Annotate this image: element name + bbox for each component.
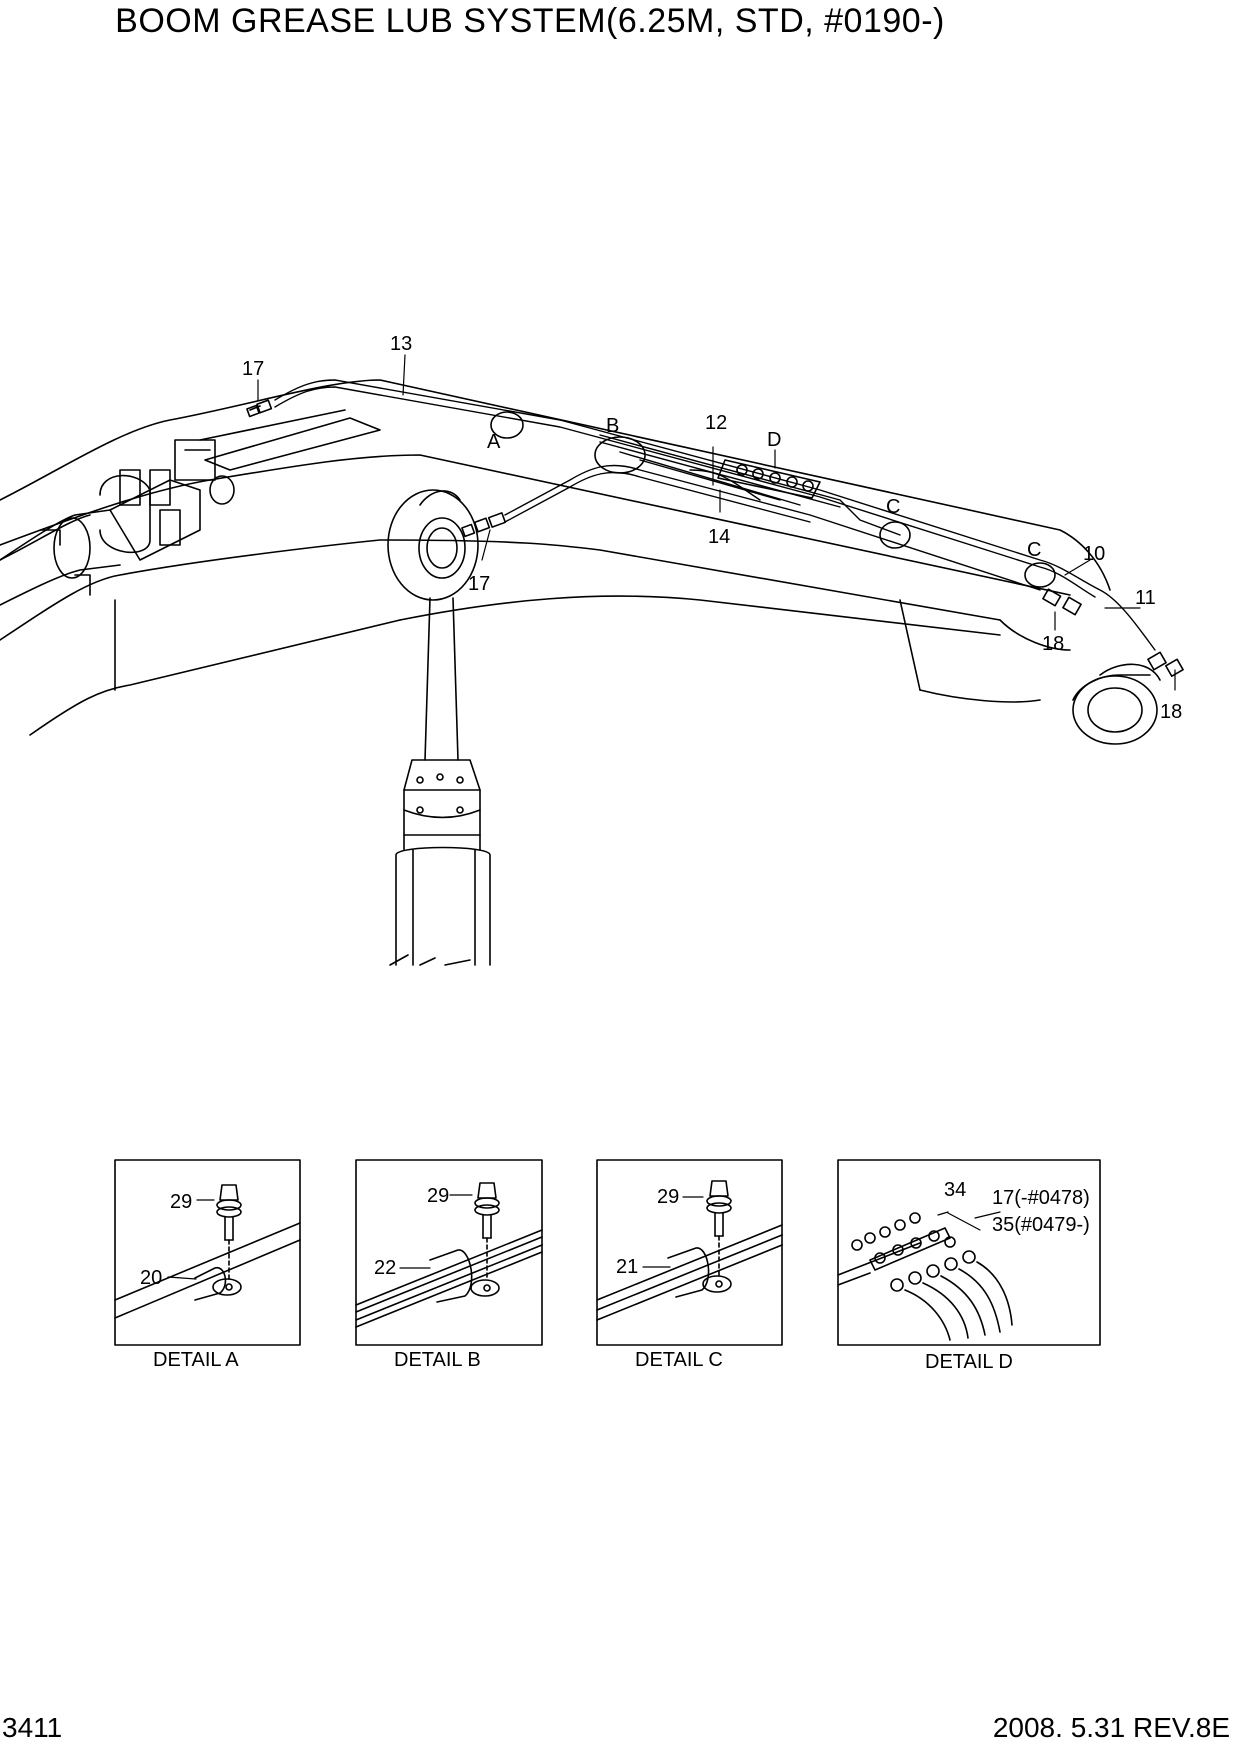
detail-a-label: DETAIL A — [153, 1349, 239, 1371]
detail-d-fitting-17: 17(-#0478) — [992, 1187, 1090, 1209]
detail-b-label: DETAIL B — [394, 1349, 481, 1371]
callout-11: 11 — [1135, 587, 1156, 609]
detail-a-bolt-29: 29 — [170, 1191, 192, 1213]
detail-b-panel — [355, 1159, 543, 1346]
detail-d-block-34: 34 — [944, 1179, 966, 1201]
detail-c-bolt-29: 29 — [657, 1186, 679, 1208]
detail-d-panel — [837, 1159, 1101, 1346]
fitting-18-lower — [1147, 651, 1184, 677]
callout-12: 12 — [705, 412, 727, 434]
detail-a-panel — [114, 1159, 301, 1346]
callout-14: 14 — [708, 526, 730, 548]
callout-10: 10 — [1083, 543, 1105, 565]
detail-c-label: DETAIL C — [635, 1349, 723, 1371]
leader-lines — [257, 354, 1176, 691]
detail-callouts: 29 20 DETAIL A 29 22 DETAIL B 29 21 DETA… — [140, 1179, 1090, 1373]
detail-d-fitting-35: 35(#0479-) — [992, 1214, 1090, 1236]
arm-cylinder — [387, 489, 491, 966]
fitting-18-upper — [1042, 588, 1082, 616]
main-callouts: 13 17 A B 12 D 14 C C 10 11 18 18 17 — [242, 333, 1182, 723]
detail-d-label: DETAIL D — [925, 1351, 1013, 1373]
boom-cylinder-left — [0, 439, 216, 606]
callout-detail-b: B — [606, 415, 619, 437]
callout-18-lower: 18 — [1160, 701, 1182, 723]
manifold-block-d — [717, 459, 821, 499]
fitting-17-lower — [461, 512, 507, 538]
callout-detail-d: D — [767, 429, 781, 451]
callout-detail-a: A — [487, 431, 501, 453]
callout-17-lower: 17 — [468, 573, 490, 595]
detail-b-clamp-22: 22 — [374, 1257, 396, 1279]
page-number: 3411 — [2, 1712, 63, 1743]
callout-detail-c-2: C — [1027, 539, 1041, 561]
detail-c-panel — [596, 1159, 783, 1346]
detail-c-clamp-21: 21 — [616, 1256, 638, 1278]
callout-detail-c-1: C — [886, 496, 900, 518]
detail-b-bolt-29: 29 — [427, 1185, 449, 1207]
fitting-17-upper — [246, 399, 273, 418]
callout-13: 13 — [390, 333, 412, 355]
page-title: BOOM GREASE LUB SYSTEM(6.25M, STD, #0190… — [115, 2, 945, 40]
callout-17-upper: 17 — [242, 358, 264, 380]
boom-body — [0, 379, 1161, 745]
detail-a-clamp-20: 20 — [140, 1267, 162, 1289]
callout-18-upper: 18 — [1042, 633, 1064, 655]
detail-markers — [490, 411, 1056, 588]
revision-date: 2008. 5.31 REV.8E — [992, 1712, 1230, 1743]
